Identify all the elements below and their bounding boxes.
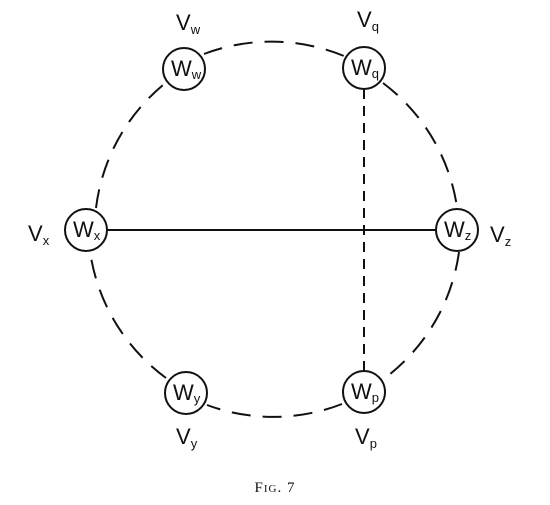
node-q-circle (342, 46, 386, 90)
ring-arc-x-w (95, 80, 169, 209)
node-w: Ww Vw (162, 10, 206, 91)
node-p: Wp Vp (342, 370, 386, 451)
node-q-inner-label: Wq (351, 55, 379, 81)
node-x: Wx Vx (28, 208, 108, 252)
node-x-inner-label: Wx (73, 217, 101, 243)
node-z: Wz Vz (435, 208, 511, 252)
node-z-circle (435, 208, 479, 252)
node-z-inner-label: Wz (444, 217, 471, 243)
node-q-outer-label: Vq (357, 7, 379, 34)
node-x-circle (64, 208, 108, 252)
node-z-outer-label: Vz (490, 222, 511, 249)
ring-arc-q-z (382, 82, 458, 208)
ring-arc-w-q (203, 40, 345, 57)
node-w-outer-label: Vw (176, 10, 201, 37)
figure-caption: Fig. 7 (255, 480, 296, 496)
node-p-circle (342, 370, 386, 414)
node-p-outer-label: Vp (355, 424, 377, 451)
node-p-inner-label: Wp (351, 379, 379, 405)
ring-arc-p-y (206, 403, 343, 418)
node-w-inner-label: Ww (171, 56, 202, 82)
node-w-circle (162, 47, 206, 91)
node-q: Wq Vq (342, 7, 386, 90)
node-y-circle (164, 371, 208, 415)
ring-arc-z-p (384, 251, 460, 379)
ring-arc-y-x (89, 250, 167, 379)
ring (89, 40, 460, 418)
node-y-inner-label: Wy (173, 380, 201, 406)
node-x-outer-label: Vx (28, 221, 50, 248)
node-y-outer-label: Vy (176, 424, 198, 451)
node-y: Wy Vy (164, 371, 208, 451)
